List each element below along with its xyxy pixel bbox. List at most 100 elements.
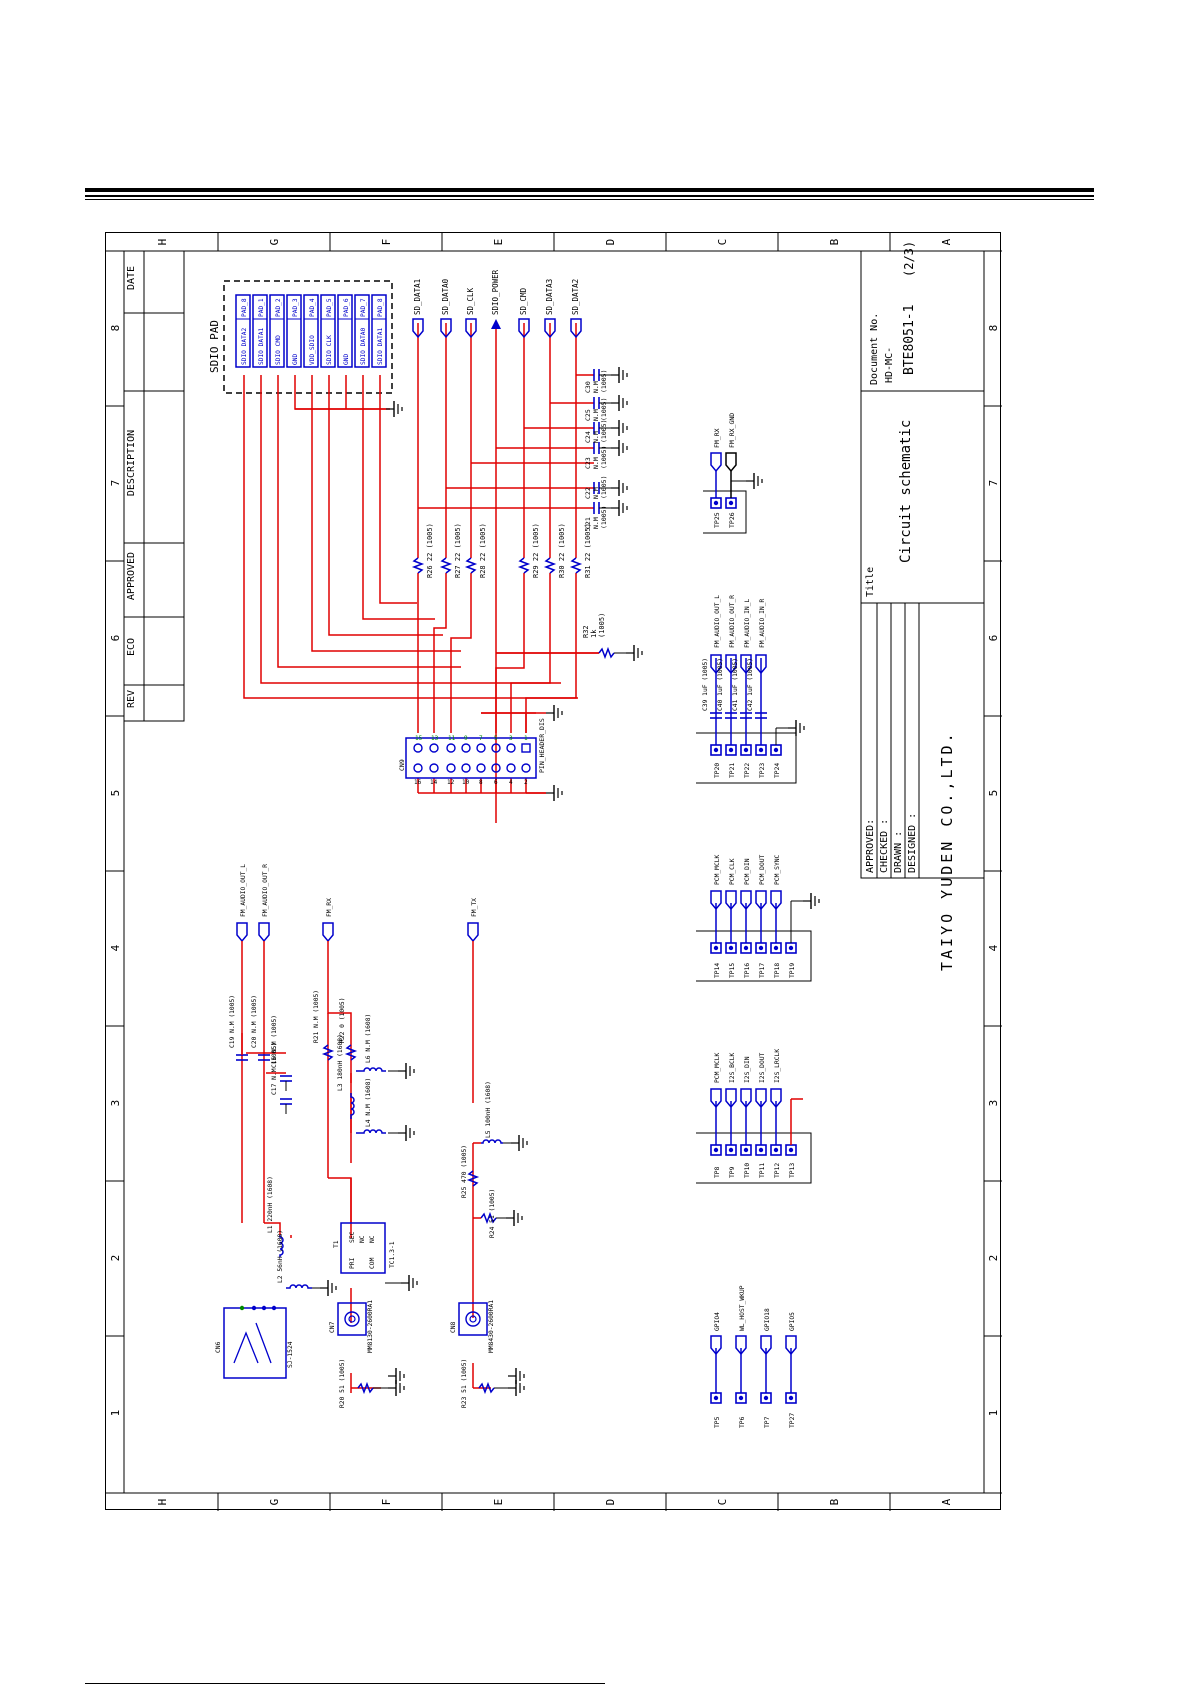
cn9-ref: CN9 — [398, 759, 406, 771]
sdio-pad-name: PAD_1 — [258, 298, 265, 317]
cn9-header: CN9 PIN_HEADER_DIS 15 13 11 9 7 5 3 1 16… — [398, 718, 546, 786]
sdio-pad-name: PAD_2 — [275, 298, 282, 317]
col-left-7: 7 — [109, 480, 122, 487]
fm-audio-out-l-label: FM_AUDIO_OUT_L — [714, 595, 721, 648]
col-left-4: 4 — [109, 944, 122, 951]
sdio-pad-signal: SDIO DATA1 — [377, 327, 384, 365]
sdio-pad-signal: GND — [343, 354, 350, 365]
col-right-6: 6 — [987, 635, 1000, 642]
cn8-ref: CN8 — [450, 1321, 457, 1333]
ground-icon — [545, 704, 563, 722]
tp17-label: TP17 — [759, 963, 766, 978]
cn6-ref: CN6 — [215, 1341, 222, 1353]
r29-label: R29 22 (1005) — [532, 523, 540, 578]
c25-value: N.M — [592, 409, 600, 421]
fm-audio-in-l-label: FM_AUDIO_IN_L — [744, 599, 751, 648]
zone-bottom-b: B — [828, 1498, 841, 1505]
r30-label: R30 22 (1005) — [558, 523, 566, 578]
col-right-4: 4 — [987, 944, 1000, 951]
zone-top-a: A — [940, 238, 953, 245]
col-left-3: 3 — [109, 1100, 122, 1107]
l2-label: L2 56nH (1608) — [277, 1230, 284, 1283]
sdio-pad-name: PAD_5 — [326, 298, 333, 317]
c42-label: C42 1uF (1005) — [747, 658, 754, 711]
c24-value: N.M — [592, 431, 600, 443]
cn8-part: MM8430-2600RA1 — [488, 1300, 495, 1353]
r32-value: 1k — [590, 629, 598, 638]
title-block: Document No. HD-MC- BTE8051-1 (2/3) Titl… — [860, 241, 985, 971]
gpio18-label: GPIO18 — [764, 1308, 771, 1331]
c16-label: C16 N.M (1005) — [271, 1015, 278, 1068]
tp11-label: TP11 — [759, 1163, 766, 1178]
cn7-part: MM8130-2600RA1 — [367, 1300, 374, 1353]
pcm-din-label: PCM_DIN — [744, 858, 751, 885]
sd-caps: C30 N.M (1005) C25 N.M (1005) C24 N.M (1… — [584, 366, 628, 529]
port-label-sd-clk: SD_CLK — [466, 287, 475, 315]
c21-pkg: (1005) — [600, 506, 608, 529]
drawn-label: DRAWN : — [893, 831, 904, 873]
checked-label: CHECKED : — [879, 819, 890, 873]
c23-pkg: (1005) — [600, 446, 608, 469]
pcm-tp-group: PCM_MCLK PCM_CLK PCM_DIN PCM_DOUT PCM_SY… — [696, 854, 820, 982]
gpio5-label: GPIO5 — [789, 1312, 796, 1331]
zone-bottom-g: G — [268, 1499, 281, 1506]
tp27-label: TP27 — [789, 1413, 796, 1428]
l4-label: L4 N.M (1608) — [365, 1078, 372, 1127]
sdio-pad-label: SDIO PAD — [208, 320, 221, 373]
zone-top-c: C — [716, 239, 729, 246]
fm-audio-out-l-port-label: FM_AUDIO_OUT_L — [240, 864, 247, 917]
i2s-dout-label: I2S_DOUT — [759, 1052, 766, 1083]
rev-header-description: DESCRIPTION — [126, 430, 137, 496]
cn9-pin-8: 8 — [479, 779, 483, 786]
fm-tx-port-label: FM_TX — [471, 898, 478, 917]
zone-bottom-c: C — [716, 1499, 729, 1506]
tp25-label: TP25 — [713, 512, 721, 528]
fm-audio-in-r-label: FM_AUDIO_IN_R — [759, 599, 766, 648]
i2s-lrclk-label: I2S_LRCLK — [774, 1049, 781, 1083]
audio-tp-group: FM_AUDIO_OUT_L FM_AUDIO_OUT_R FM_AUDIO_I… — [696, 595, 805, 784]
sd-resistors: R26 22 (1005) R27 22 (1005) R28 22 (1005… — [411, 523, 592, 578]
col-left-5: 5 — [109, 790, 122, 797]
fm-rx-port-label: FM_RX — [713, 428, 721, 448]
rev-header-date: DATE — [126, 266, 137, 290]
tp9-label: TP9 — [729, 1166, 736, 1178]
cn9-pin-15: 15 — [415, 735, 423, 742]
r26-label: R26 22 (1005) — [426, 523, 434, 578]
t1-pin-pri: PRI — [349, 1257, 356, 1269]
i2s-pcm-mclk-label: PCM_MCLK — [714, 1052, 721, 1083]
sdio-pad-signal: SDIO DATA0 — [360, 327, 367, 365]
cn9-pin-6: 6 — [494, 779, 498, 786]
sdio-pad-box — [235, 294, 251, 368]
cn9-pin-5: 5 — [494, 735, 498, 742]
footer-rule — [85, 1683, 605, 1684]
sdio-pad-box — [320, 294, 336, 368]
sdio-pad-box — [286, 294, 302, 368]
wl-host-wkup-label: WL_HOST_WKUP — [739, 1285, 746, 1331]
i2s-bclk-label: I2S_BCLK — [729, 1052, 736, 1083]
cn9-pin-16: 16 — [414, 779, 422, 786]
r20-label: R20 51 (1005) — [339, 1359, 346, 1408]
sdio-pad-name: PAD_4 — [309, 298, 316, 317]
c30-value: N.M — [592, 381, 600, 393]
sdio-pad-box — [371, 294, 387, 368]
t1-part: TC1.3-1 — [389, 1241, 396, 1268]
rev-header-approved: APPROVED — [126, 552, 137, 600]
sdio-pad-name: PAD_7 — [360, 298, 367, 317]
rev-header-eco: ECO — [126, 638, 137, 656]
revision-block: DATE DESCRIPTION APPROVED ECO REV — [123, 250, 185, 722]
c30-label: C30 — [584, 381, 592, 393]
tp14-label: TP14 — [714, 963, 721, 978]
tp23-label: TP23 — [759, 763, 766, 778]
fm-rx-port-label-2: FM_RX — [326, 898, 333, 917]
fm-section: FM_AUDIO_OUT_L FM_AUDIO_OUT_R FM_RX FM_T… — [215, 864, 528, 1408]
cn6-part: SJ-1524 — [287, 1341, 294, 1368]
sdio-pad-box — [337, 294, 353, 368]
l1-label: L1 220nH (1608) — [267, 1176, 274, 1233]
cn9-pin-1: 1 — [524, 735, 528, 742]
sdio-pad-box — [354, 294, 370, 368]
title-label: Title — [865, 567, 876, 597]
cn9-pin-10: 10 — [462, 779, 470, 786]
tp13-label: TP13 — [789, 1163, 796, 1178]
cn9-pin-12: 12 — [447, 779, 455, 786]
schematic-sheet: H G F E D C B A H G F E D C B A 8 7 6 5 … — [105, 232, 1002, 1511]
